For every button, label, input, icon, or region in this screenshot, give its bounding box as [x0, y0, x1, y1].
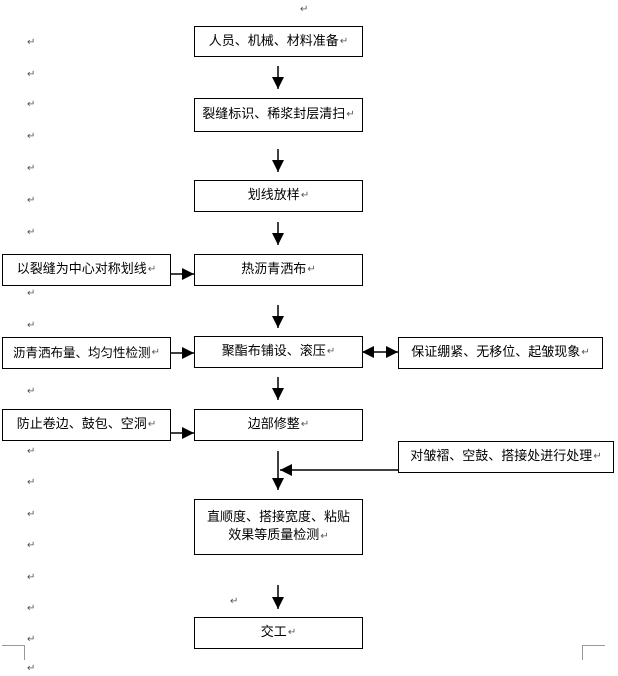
- paragraph-mark: ↵: [27, 509, 36, 520]
- paragraph-mark: ↵: [27, 195, 36, 206]
- paragraph-mark: ↵: [147, 419, 157, 430]
- step-hot-asphalt: 热沥青洒布↵: [194, 254, 363, 286]
- paragraph-mark: ↵: [593, 451, 602, 462]
- note-tension: 保证绷紧、无移位、起皱现象↵: [398, 337, 603, 369]
- paragraph-mark: ↵: [300, 419, 310, 430]
- paragraph-mark: ↵: [27, 572, 36, 583]
- paragraph-mark: ↵: [27, 663, 36, 674]
- paragraph-mark: ↵: [27, 320, 36, 331]
- paragraph-mark: ↵: [27, 131, 36, 142]
- step-edge-trim: 边部修整↵: [194, 409, 363, 441]
- paragraph-mark: ↵: [27, 603, 36, 614]
- step-prepare-label: 人员、机械、材料准备: [208, 33, 339, 49]
- note-asphalt-check: 沥青洒布量、均匀性检测↵: [2, 337, 171, 369]
- note-wrinkle-fix-label: 对皱褶、空鼓、搭接处进行处理: [410, 449, 593, 464]
- paragraph-mark: ↵: [339, 35, 349, 47]
- paragraph-mark: ↵: [581, 347, 590, 358]
- page-corner-left: [2, 645, 25, 660]
- step-quality-check: 直顺度、搭接宽度、粘贴 效果等质量检测↵: [194, 499, 363, 555]
- step-quality-line1: 直顺度、搭接宽度、粘贴: [206, 509, 350, 525]
- paragraph-mark: ↵: [27, 634, 36, 645]
- paragraph-mark: ↵: [287, 627, 297, 638]
- step-layout: 划线放样↵: [194, 180, 363, 212]
- note-prevent-label: 防止卷边、鼓包、空洞: [16, 417, 147, 432]
- paragraph-mark: ↵: [346, 109, 355, 120]
- paragraph-mark: ↵: [27, 446, 36, 457]
- step-hot-asphalt-label: 热沥青洒布: [241, 262, 307, 277]
- step-edge-trim-label: 边部修整: [247, 417, 300, 432]
- paragraph-mark-lower: ↵: [230, 596, 239, 607]
- step-crack-mark: 裂缝标识、稀浆封层清扫↵: [194, 98, 363, 132]
- paragraph-mark: ↵: [27, 227, 36, 238]
- step-quality-line2: 效果等质量检测: [228, 527, 320, 543]
- paragraph-mark: ↵: [151, 347, 160, 358]
- page-corner-right: [582, 645, 605, 660]
- paragraph-mark: ↵: [27, 69, 36, 80]
- note-asphalt-check-label: 沥青洒布量、均匀性检测: [13, 345, 151, 360]
- paragraph-mark: ↵: [27, 163, 36, 174]
- note-centerline: 以裂缝为中心对称划线↵: [2, 254, 171, 286]
- step-prepare: 人员、机械、材料准备↵: [194, 26, 363, 57]
- paragraph-mark: ↵: [27, 37, 36, 48]
- step-handover-label: 交工: [260, 625, 287, 640]
- note-wrinkle-fix: 对皱褶、空鼓、搭接处进行处理↵: [398, 441, 614, 473]
- step-layout-label: 划线放样: [247, 188, 300, 203]
- paragraph-mark: ↵: [27, 540, 36, 551]
- paragraph-mark: ↵: [307, 264, 316, 275]
- note-prevent: 防止卷边、鼓包、空洞↵: [2, 409, 171, 441]
- paragraph-mark: ↵: [27, 288, 36, 299]
- paragraph-mark: ↵: [326, 346, 336, 357]
- paragraph-mark-top: ↵: [300, 4, 309, 15]
- step-handover: 交工↵: [194, 617, 363, 649]
- note-centerline-label: 以裂缝为中心对称划线: [16, 262, 147, 277]
- paragraph-mark: ↵: [27, 99, 36, 110]
- note-tension-label: 保证绷紧、无移位、起皱现象: [411, 345, 581, 360]
- step-polyester-pave: 聚酯布铺设、滚压↵: [194, 336, 363, 368]
- paragraph-mark: ↵: [27, 477, 36, 488]
- step-crack-mark-label: 裂缝标识、稀浆封层清扫: [202, 107, 346, 122]
- step-polyester-pave-label: 聚酯布铺设、滚压: [221, 344, 326, 359]
- paragraph-mark: ↵: [320, 530, 329, 542]
- paragraph-mark: ↵: [147, 264, 157, 275]
- paragraph-mark: ↵: [27, 386, 36, 397]
- paragraph-mark: ↵: [300, 190, 310, 201]
